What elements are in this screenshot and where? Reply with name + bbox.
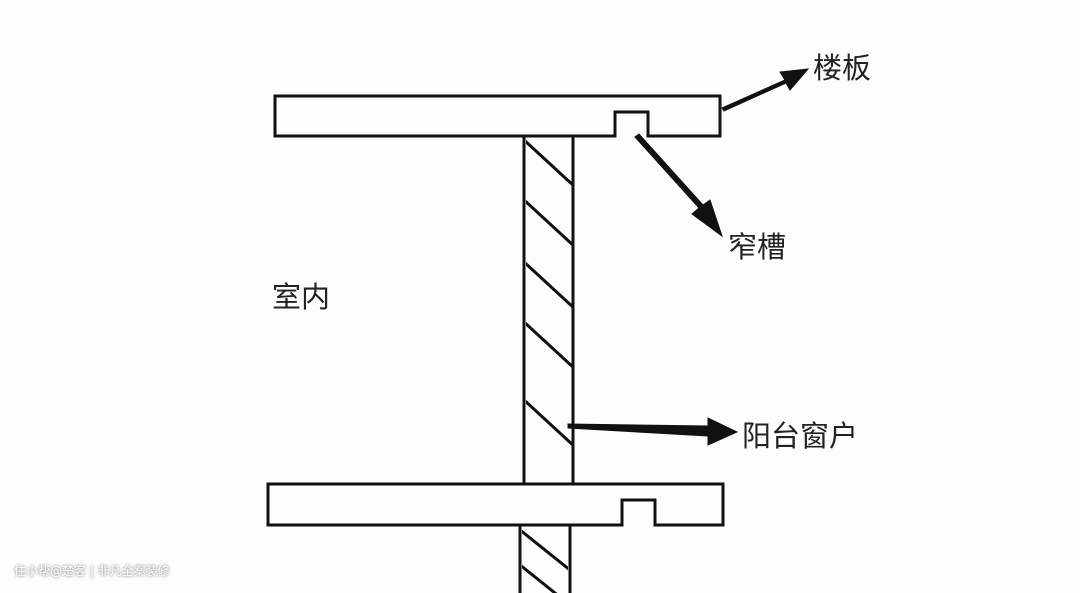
label-balcony-window: 阳台窗户 bbox=[742, 419, 859, 453]
label-floor-slab: 楼板 bbox=[813, 51, 872, 85]
arrow-floor-slab bbox=[721, 68, 810, 112]
label-narrow-groove: 窄槽 bbox=[728, 230, 787, 264]
arrow-narrow-groove bbox=[634, 133, 723, 238]
arrow-balcony-window bbox=[567, 417, 739, 446]
watermark: 住小帮@楚客 | 非凡全案装修 bbox=[14, 564, 170, 578]
lower-window-wall bbox=[518, 525, 572, 593]
upper-floor-slab bbox=[273, 94, 722, 138]
balcony-window-wall bbox=[522, 134, 575, 486]
wall-hatching bbox=[526, 139, 572, 447]
label-indoor: 室内 bbox=[272, 280, 331, 314]
lower-floor-slab bbox=[266, 482, 725, 527]
